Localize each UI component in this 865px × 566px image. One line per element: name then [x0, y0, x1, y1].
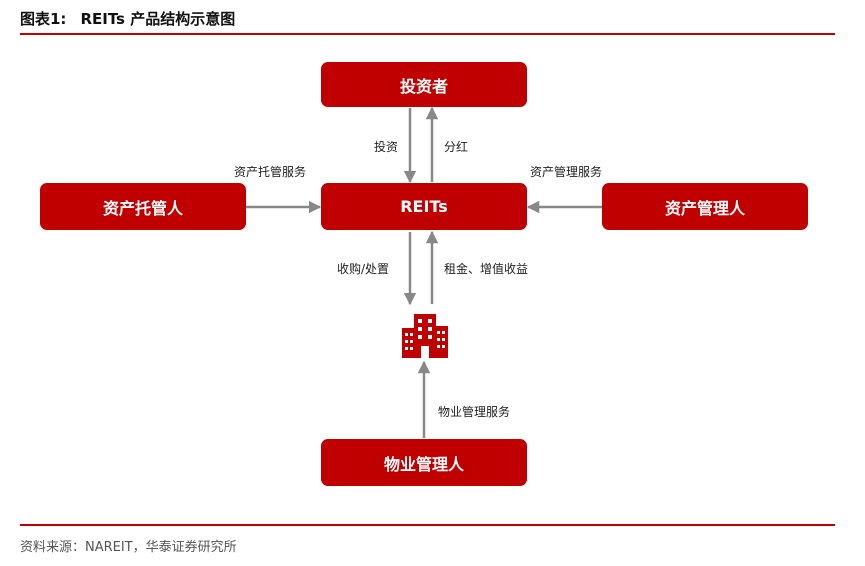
- node-property-manager: 物业管理人: [321, 439, 527, 486]
- edge-label-asset-mgmt-service: 资产管理服务: [530, 165, 603, 179]
- node-investor: 投资者: [321, 62, 527, 107]
- edge-label-dividend: 分红: [444, 140, 469, 154]
- node-investor-label: 投资者: [399, 76, 448, 96]
- edge-label-custody-service: 资产托管服务: [234, 165, 307, 179]
- source-note: 资料来源：NAREIT，华泰证券研究所: [20, 540, 237, 555]
- node-reits: REITs: [321, 183, 527, 230]
- node-asset-manager-label: 资产管理人: [664, 198, 745, 218]
- figure-title-text: REITs 产品结构示意图: [80, 10, 236, 28]
- bottom-rule: [20, 524, 835, 526]
- node-custodian-label: 资产托管人: [102, 198, 183, 218]
- node-property-manager-label: 物业管理人: [383, 454, 464, 474]
- figure-number: 图表1:: [20, 10, 67, 28]
- edge-label-property-mgmt-service: 物业管理服务: [438, 405, 511, 419]
- edge-label-invest: 投资: [374, 140, 399, 154]
- node-reits-label: REITs: [400, 197, 448, 216]
- top-rule: [20, 33, 835, 35]
- edge-label-rent-appreciation: 租金、增值收益: [444, 262, 529, 276]
- edge-label-acquire-dispose: 收购/处置: [337, 262, 390, 276]
- figure-title: 图表1: REITs 产品结构示意图: [20, 8, 235, 29]
- node-custodian: 资产托管人: [40, 183, 246, 230]
- node-asset-manager: 资产管理人: [602, 183, 808, 230]
- building-icon: [402, 314, 448, 358]
